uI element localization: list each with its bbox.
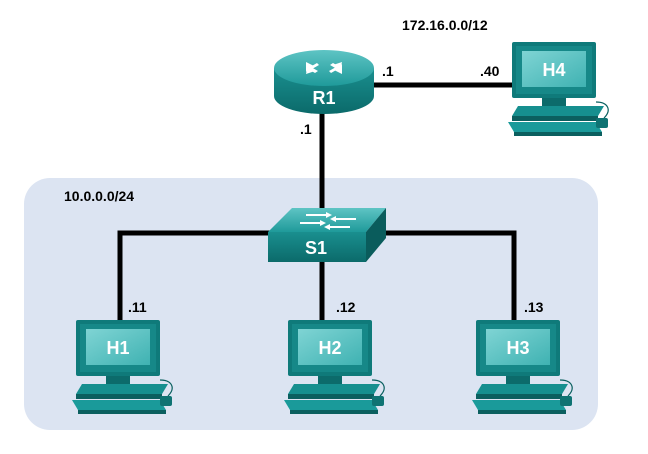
host-h1[interactable]: H1 bbox=[71, 319, 173, 415]
switch-label: S1 bbox=[305, 238, 327, 258]
lan-network-label: 10.0.0.0/24 bbox=[64, 188, 134, 204]
h1-address-label: .11 bbox=[128, 299, 147, 315]
router-label: R1 bbox=[312, 88, 335, 108]
host-h1-label: H1 bbox=[106, 338, 129, 358]
lan-area bbox=[24, 178, 598, 430]
wan-network-label: 172.16.0.0/12 bbox=[402, 17, 488, 33]
host-h2[interactable]: H2 bbox=[283, 319, 385, 415]
router-h4-interface-label: .1 bbox=[382, 63, 394, 79]
h4-address-label: .40 bbox=[480, 63, 500, 79]
switch-s1[interactable]: S1 bbox=[268, 208, 386, 262]
h2-address-label: .12 bbox=[336, 299, 356, 315]
router-switch-interface-label: .1 bbox=[300, 121, 312, 137]
link-s1-h3 bbox=[380, 230, 517, 320]
link-s1-h1 bbox=[117, 230, 272, 320]
host-h4-label: H4 bbox=[542, 60, 565, 80]
router-arrows-icon bbox=[306, 62, 342, 74]
host-h3-label: H3 bbox=[506, 338, 529, 358]
h3-address-label: .13 bbox=[524, 299, 544, 315]
links bbox=[117, 82, 518, 320]
host-h3[interactable]: H3 bbox=[471, 319, 573, 415]
host-h2-label: H2 bbox=[318, 338, 341, 358]
router-r1[interactable]: R1 bbox=[274, 50, 374, 114]
switch-arrows-icon bbox=[300, 212, 356, 230]
host-h4[interactable]: H4 bbox=[507, 41, 609, 137]
